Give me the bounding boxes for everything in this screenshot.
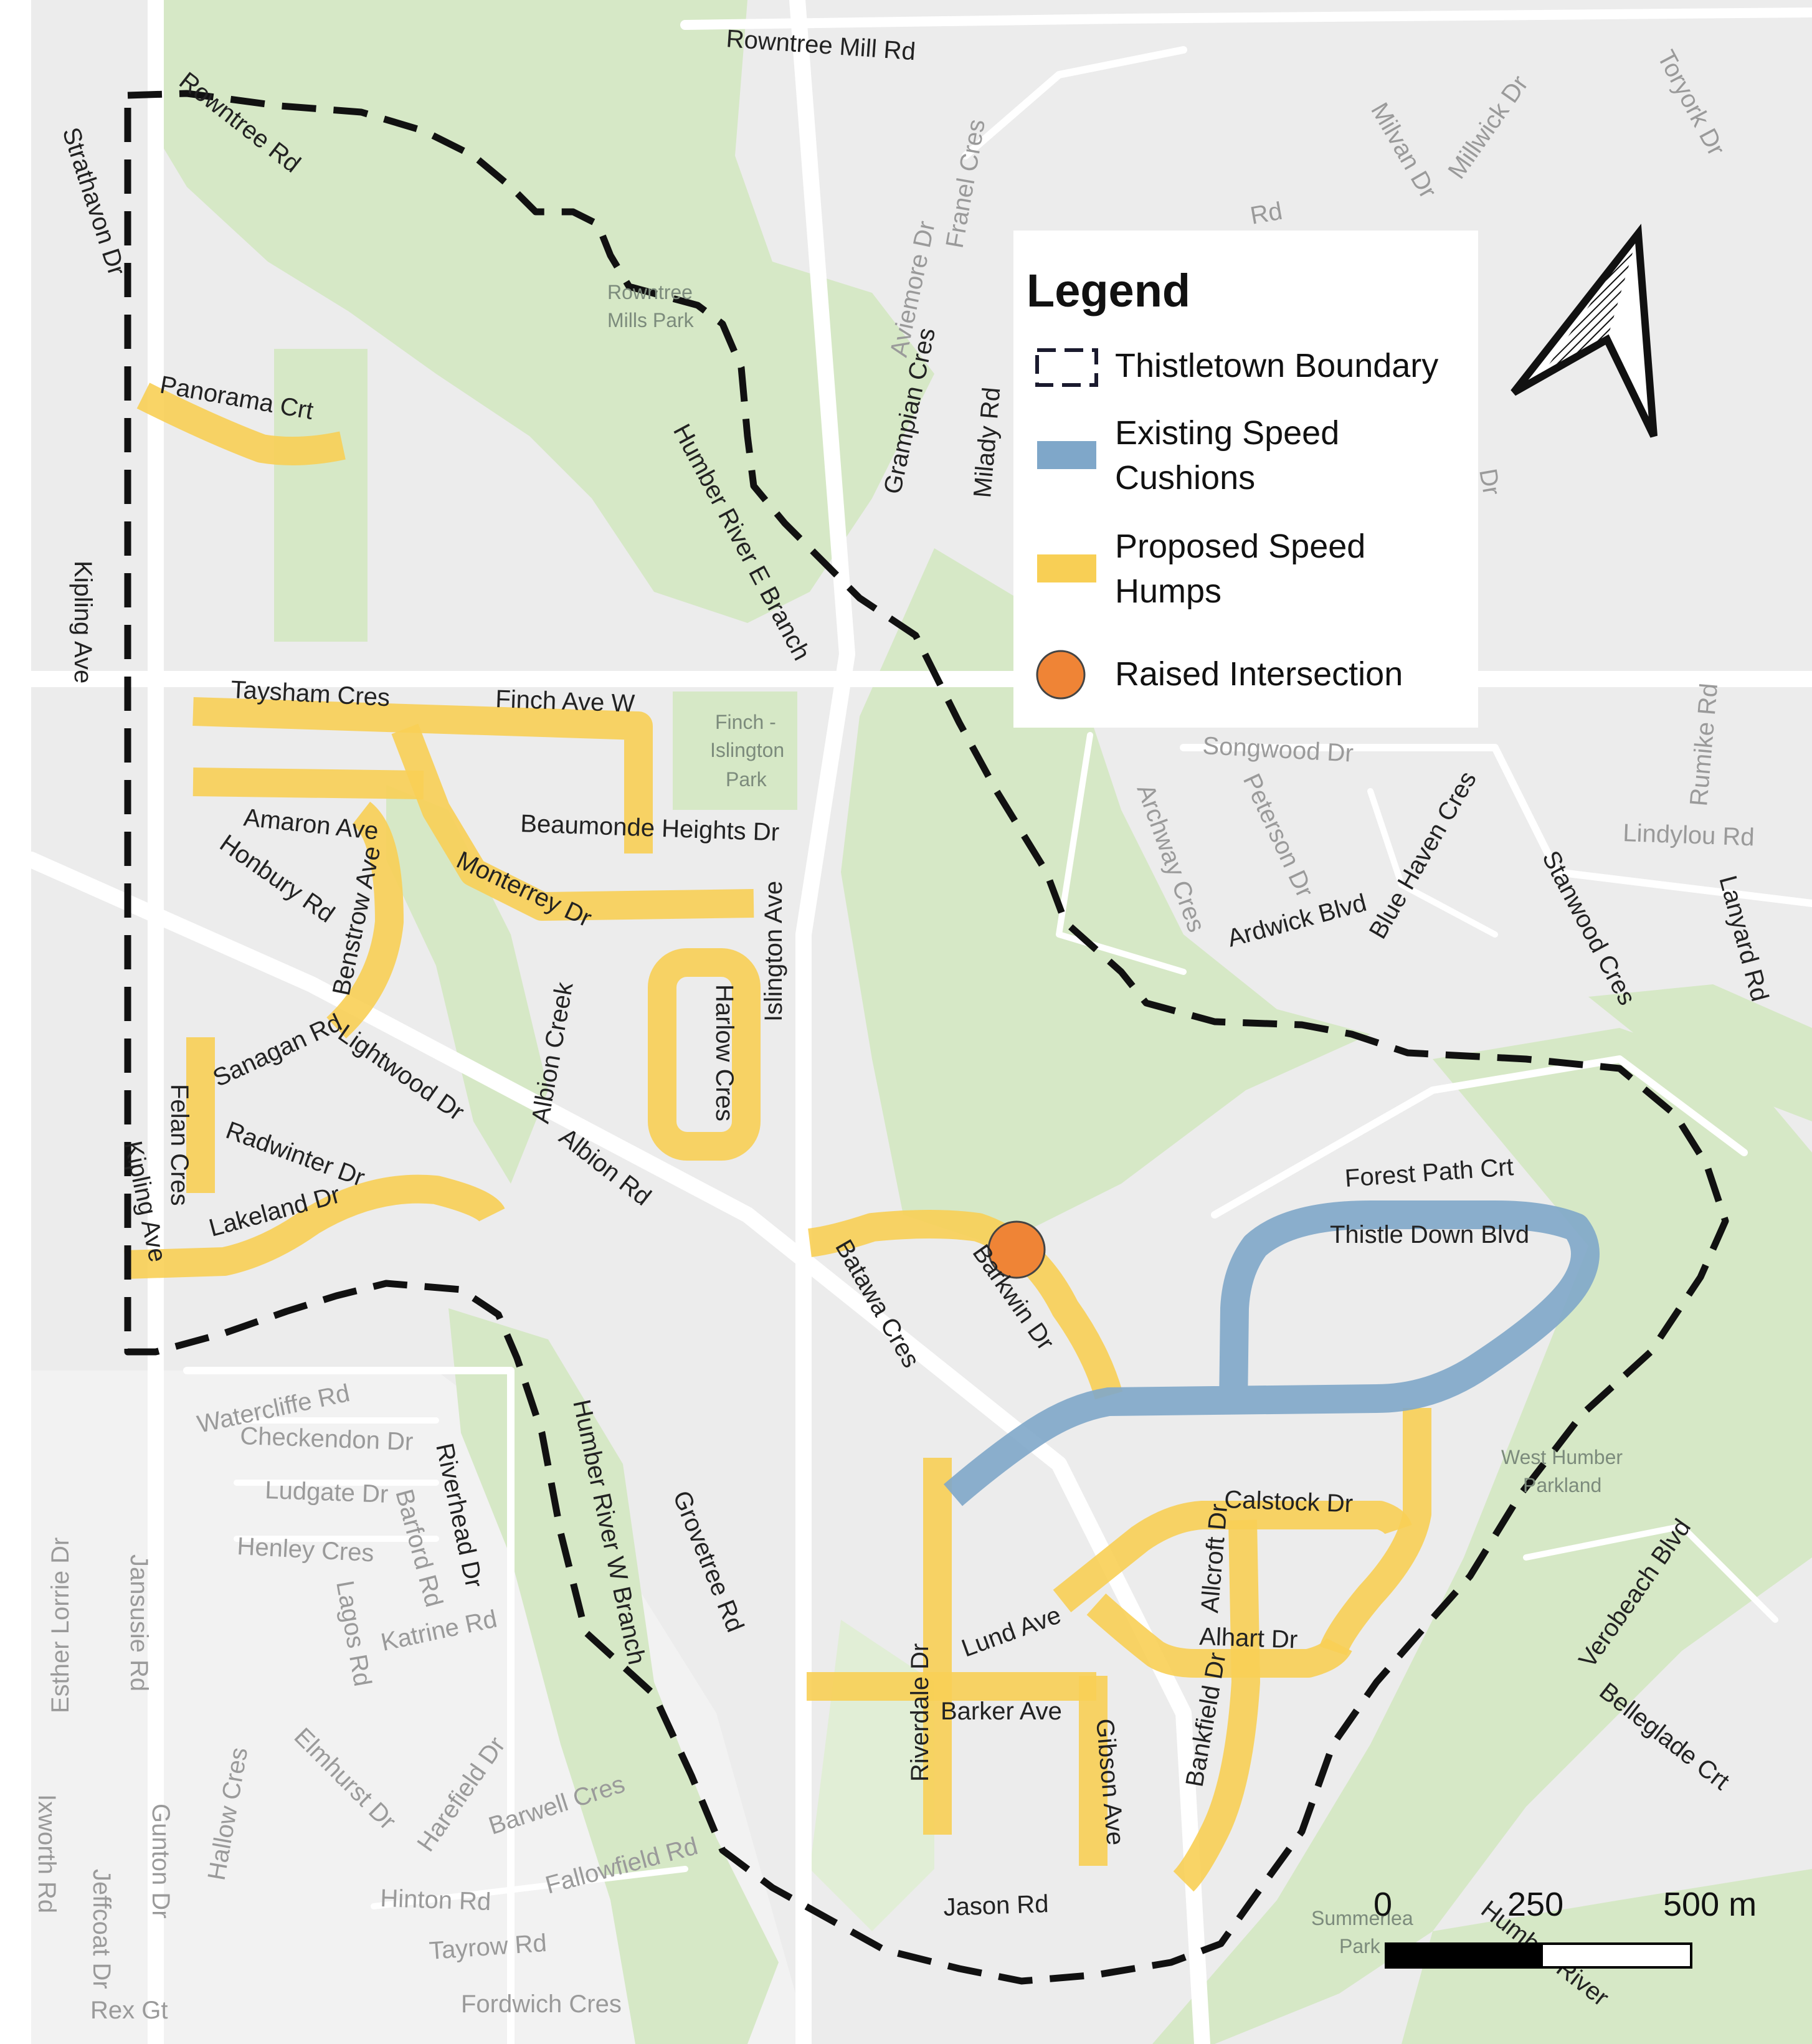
road-archway [1056,732,1187,975]
thistletown-boundary [124,90,1729,1985]
street-label: Checkendon Dr [240,1422,414,1456]
hump-lakeland-dr [124,1174,505,1279]
park-label: Summerlea [1311,1907,1413,1929]
road-forest-path [1211,1055,1748,1219]
legend-cushion-label-1: Existing Speed [1115,414,1339,452]
legend-boundary-label: Thistletown Boundary [1115,347,1438,384]
street-label: Harlow Cres [711,984,738,1121]
hump-benstrow-ave [326,801,404,1039]
legend-hump-label-2: Humps [1115,573,1221,610]
road-islington [789,0,855,2044]
legend-cushion-symbol [1037,441,1096,469]
hump-panorama-crt [136,383,346,465]
street-label: Dr [1474,467,1506,497]
road-franel [962,46,1187,159]
hump-amaron-ave [192,768,424,799]
north-arrow-icon [1511,224,1658,438]
street-label: Barker Ave [941,1698,1062,1725]
hump-bankfield-allcroft [1173,1519,1260,1892]
left-margin [0,0,31,2044]
park-label: Islington [710,739,784,761]
street-label: Jansusie Rd [125,1554,153,1691]
scale-label-0: 0 [1373,1886,1392,1923]
legend-boundary-symbol [1035,348,1098,387]
legend-raised-label: Raised Intersection [1115,655,1403,693]
hump-batawa-barkwin [807,1210,1123,1400]
street-label: Calstock Dr [1224,1486,1354,1518]
hump-calstock-east [1319,1408,1431,1657]
park-humber-west [448,1308,779,2044]
road-riverhead [183,1367,515,2044]
legend-cushion-label-2: Cushions [1115,459,1255,497]
street-label: Jason Rd [943,1890,1049,1921]
scale-bar-black [1385,1942,1543,1969]
street-label: Fordwich Cres [461,1990,622,2018]
park-panorama [274,349,368,642]
legend-title: Legend [1027,265,1190,316]
cushion-thistle-down-blvd [944,1200,1600,1506]
proposed-speed-humps [124,383,1431,1892]
street-label: Hinton Rd [380,1885,491,1916]
scale-bar: 0 250 500 m [1373,1886,1757,1969]
street-label: Esther Lorrie Dr [47,1538,74,1713]
raised-intersection-barkwin [987,1220,1046,1279]
road-rowntree-mill [680,7,1812,30]
street-label: Ixworth Rd [33,1794,60,1913]
hump-alhart-dr [1086,1593,1352,1678]
street-label: Islington Ave [760,881,787,1022]
park-east [1588,984,1812,1121]
park-label: Park [1339,1935,1381,1957]
road-hinton [371,1866,688,1909]
street-label: Alhart Dr [1199,1623,1298,1653]
park-finch-islington [673,692,797,810]
road-blue-haven [1367,788,1498,938]
street-label: Felan Cres [166,1084,193,1206]
street-label: Kipling Ave [69,561,97,683]
park-label: Park [726,768,767,791]
park-label: West Humber [1501,1446,1623,1468]
street-label: Riverdale Dr [906,1643,934,1782]
street-label: Thistle Down Blvd [1330,1221,1529,1248]
street-label: Lindylou Rd [1623,819,1755,851]
park-finch-islington-east [841,548,1370,1246]
hump-taysham-finch [192,697,653,853]
scale-label-500: 500 m [1663,1886,1757,1923]
park-rowntree [149,0,934,623]
park-label: Mills Park [607,309,695,331]
park-west-humber [1152,1028,1812,2044]
street-label: Gunton Dr [147,1804,174,1919]
road-verobeach [1523,1523,1778,1623]
scale-bar-white [1540,1942,1692,1969]
street-label: Rex Gt [90,1997,168,2024]
hump-calstock-dr [1053,1501,1412,1612]
scale-label-250: 250 [1507,1886,1563,1923]
street-label: Jeffcoat Dr [88,1869,115,1989]
hump-harlow-cres [648,948,761,1161]
road-albion [23,852,1210,2044]
roads [23,0,1812,2044]
park-label: Rowntree [607,281,693,303]
legend-raised-symbol [1036,650,1086,700]
hump-monterrey-dr [391,723,754,921]
park-label: Finch - [715,711,776,733]
street-label: Rd [1248,197,1284,230]
park-label: Parkland [1523,1474,1601,1496]
legend: Legend Thistletown Boundary Existing Spe… [1013,231,1478,728]
legend-box [1013,231,1478,728]
street-label: Ludgate Dr [265,1476,389,1508]
legend-hump-label-1: Proposed Speed [1115,528,1365,565]
existing-speed-cushions [944,1200,1600,1506]
road-songwood [1180,744,1812,907]
legend-hump-symbol [1037,554,1096,582]
street-label: Finch Ave W [495,685,635,718]
